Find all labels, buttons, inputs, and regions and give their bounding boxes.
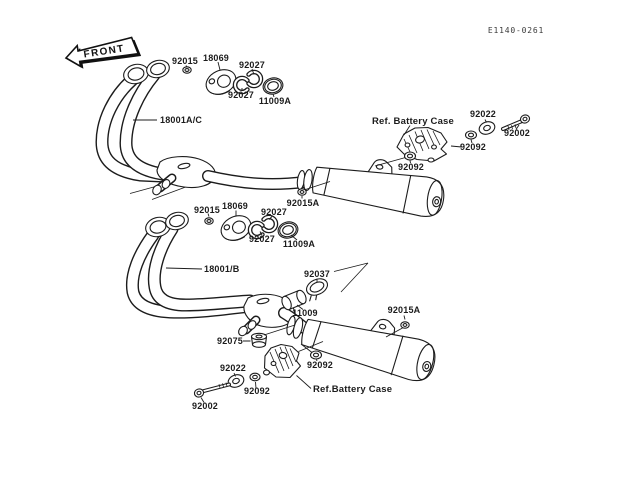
lower-nut-92015a xyxy=(400,321,410,329)
label-lower-92002: 92002 xyxy=(192,401,218,411)
label-lower-ref-battery-case: Ref.Battery Case xyxy=(313,384,392,395)
lower-header-pipes xyxy=(125,211,314,337)
label-lower-92027-bottom: 92027 xyxy=(249,234,275,244)
label-upper-92015: 92015 xyxy=(172,56,198,66)
upper-header-pipes xyxy=(95,59,310,196)
lower-muffler-body xyxy=(301,318,436,382)
upper-nut-92015a xyxy=(297,188,307,196)
upper-nut-92092-bracket xyxy=(464,130,478,140)
lower-battery-case-bracket xyxy=(262,343,302,379)
lower-washer-92022 xyxy=(227,374,245,388)
lower-leader-lines xyxy=(165,210,406,403)
label-lower-92037: 92037 xyxy=(304,269,330,279)
label-upper-18069: 18069 xyxy=(203,53,229,63)
label-lower-92015a: 92015A xyxy=(388,305,421,315)
lower-nut-92015 xyxy=(204,217,214,225)
label-lower-92027-top: 92027 xyxy=(261,207,287,217)
lower-damper-92075 xyxy=(250,332,268,348)
label-lower-92092-bolt: 92092 xyxy=(244,386,270,396)
lower-clamp-92037 xyxy=(305,278,329,302)
lower-holder-18069 xyxy=(220,215,252,241)
label-upper-92092-bracket: 92092 xyxy=(460,142,486,152)
upper-bolt-92002 xyxy=(501,114,531,131)
label-lower-18069: 18069 xyxy=(222,201,248,211)
label-lower-11009a: 11009A xyxy=(283,239,316,249)
upper-nut-92015 xyxy=(182,66,192,74)
label-upper-92092-mount: 92092 xyxy=(398,162,424,172)
label-lower-11009: 11009 xyxy=(292,308,318,318)
label-lower-92075: 92075 xyxy=(217,336,243,346)
lower-bolt-92002 xyxy=(193,382,231,398)
label-upper-92027-top: 92027 xyxy=(239,60,265,70)
front-arrow-body xyxy=(64,36,140,68)
label-upper-92015a: 92015A xyxy=(287,198,320,208)
lower-nut-92092-bolt xyxy=(249,372,261,382)
label-lower-pipe-18001b: 18001/B xyxy=(204,264,240,274)
label-upper-92022: 92022 xyxy=(470,109,496,119)
label-upper-pipe-18001ac: 18001A/C xyxy=(160,115,202,125)
label-lower-92015: 92015 xyxy=(194,205,220,215)
lower-muffler xyxy=(286,315,436,382)
upper-nut-92092-mount xyxy=(403,151,417,161)
label-upper-ref-battery-case: Ref. Battery Case xyxy=(372,116,454,127)
lower-clamps-92027 xyxy=(247,214,279,240)
document-code: E1140-0261 xyxy=(488,26,544,35)
label-lower-92092-muffler: 92092 xyxy=(307,360,333,370)
lower-muffler-outlet xyxy=(422,360,432,372)
upper-clamps-92027 xyxy=(232,69,264,95)
lower-gasket-11009 xyxy=(281,289,307,311)
front-arrow-icon: FRONT xyxy=(64,36,142,69)
upper-holder-18069 xyxy=(205,69,237,95)
label-lower-92022: 92022 xyxy=(220,363,246,373)
upper-leader-lines xyxy=(133,61,520,199)
upper-gasket-11009a xyxy=(262,77,284,95)
label-upper-11009a: 11009A xyxy=(259,96,292,106)
upper-muffler-outlet xyxy=(432,196,442,208)
label-upper-92002: 92002 xyxy=(504,128,530,138)
lower-gasket-11009a xyxy=(277,221,299,239)
upper-muffler xyxy=(296,159,445,217)
upper-washer-92022 xyxy=(478,121,496,135)
label-upper-92027-bottom: 92027 xyxy=(228,90,254,100)
lower-nut-92092-muffler xyxy=(309,350,323,360)
